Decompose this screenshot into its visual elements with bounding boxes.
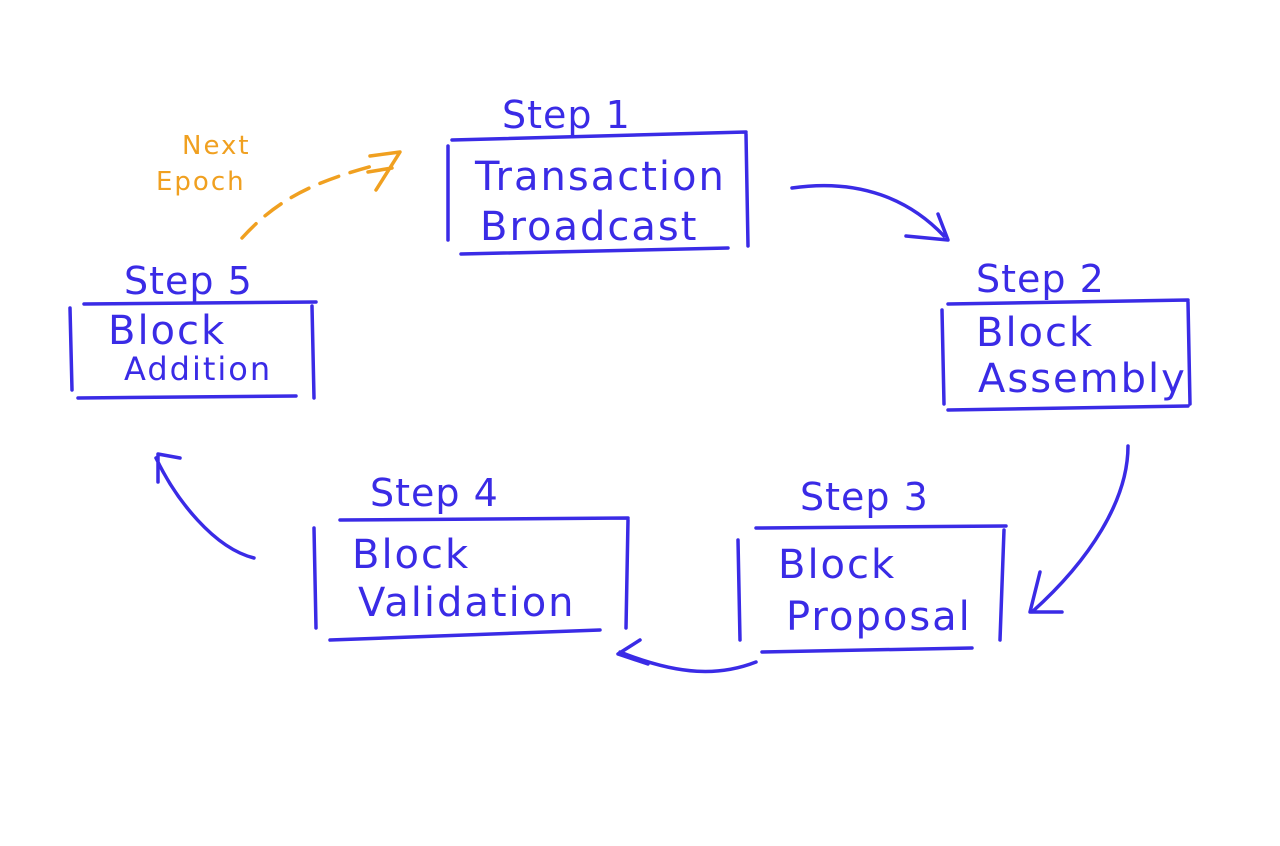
step-2-line2: Assembly: [978, 356, 1187, 402]
step-5-box: [68, 300, 318, 400]
step-5-line2: Addition: [124, 350, 272, 388]
step-4-line1: Block: [352, 532, 470, 578]
next-epoch-label-line2: Epoch: [156, 167, 246, 197]
step-5-line1: Block: [108, 308, 226, 354]
next-epoch-label-line1: Next: [182, 131, 251, 161]
step-4-line2: Validation: [358, 580, 576, 626]
next-epoch-dashed-arrow: [240, 162, 382, 240]
step-3-box: [736, 524, 1008, 654]
arrow-step1-to-step2: [790, 183, 950, 242]
step-5-title: Step 5: [124, 259, 253, 303]
step-1-node: Step 1 Transaction Broadcast: [446, 93, 750, 256]
step-1-title: Step 1: [502, 93, 631, 137]
step-5-node: Step 5 Block Addition: [68, 259, 318, 400]
next-epoch-arrowhead: [366, 150, 402, 192]
next-epoch-loop: Next Epoch: [156, 131, 402, 240]
step-1-line1: Transaction: [474, 154, 726, 200]
step-2-title: Step 2: [976, 257, 1105, 301]
arrow-step4-to-step5: [154, 452, 256, 560]
step-2-box: [940, 298, 1192, 412]
step-3-line2: Proposal: [786, 594, 972, 640]
step-1-box: [446, 130, 750, 256]
step-3-node: Step 3 Block Proposal: [736, 475, 1008, 654]
step-3-line1: Block: [778, 542, 896, 588]
step-4-box: [312, 516, 630, 642]
step-3-title: Step 3: [800, 475, 929, 519]
step-4-title: Step 4: [370, 471, 499, 515]
step-2-line1: Block: [976, 310, 1094, 356]
arrow-step2-to-step3: [1028, 444, 1130, 614]
step-2-node: Step 2 Block Assembly: [940, 257, 1192, 412]
arrow-step3-to-step4: [616, 638, 758, 674]
step-1-line2: Broadcast: [480, 204, 698, 250]
step-4-node: Step 4 Block Validation: [312, 471, 630, 642]
